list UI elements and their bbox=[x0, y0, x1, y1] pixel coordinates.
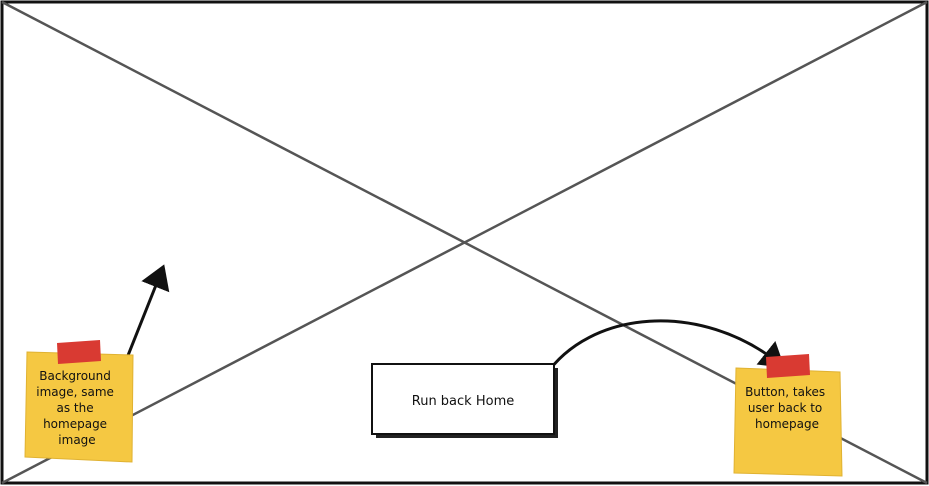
left-note-arrow bbox=[104, 264, 170, 386]
note-background-line-2: image, same bbox=[36, 385, 114, 399]
run-home-button[interactable]: Run back Home bbox=[371, 363, 555, 435]
svg-text:Button, takes user back: Button, takes user back to homepage bbox=[745, 385, 829, 431]
sticky-note-background-tape bbox=[57, 340, 101, 364]
svg-text:Background image, same: Background image, same as the homepage i… bbox=[36, 369, 118, 447]
sticky-note-button-tape bbox=[766, 354, 810, 378]
run-home-button-label: Run back Home bbox=[412, 394, 514, 409]
note-button-line-2: user back to bbox=[748, 401, 822, 415]
right-note-curved-arrow bbox=[522, 319, 785, 400]
note-button-line-1: Button, takes bbox=[745, 385, 825, 399]
sticky-note-button: Button, takes user back to homepage bbox=[733, 354, 843, 477]
note-background-line-1: Background bbox=[39, 369, 111, 383]
note-background-line-3: as the bbox=[57, 401, 94, 415]
note-button-line-3: homepage bbox=[755, 417, 819, 431]
sticky-note-background: Background image, same as the homepage i… bbox=[24, 340, 134, 463]
note-background-line-5: image bbox=[58, 433, 95, 447]
note-background-line-4: homepage bbox=[43, 417, 107, 431]
